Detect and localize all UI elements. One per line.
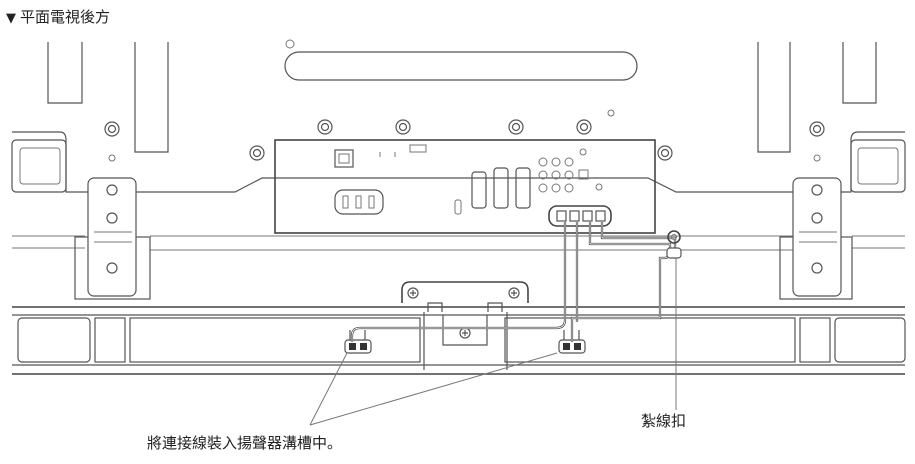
ac-inlet (334, 189, 384, 215)
cable-tie-icon (666, 230, 682, 259)
leader-lines (309, 258, 677, 426)
diagram-title: ▼ 平面電視後方 (6, 6, 110, 27)
cable-tie-callout: 紮線扣 (641, 412, 687, 430)
left-stand-bracket (74, 177, 151, 300)
right-stand-bracket (779, 177, 853, 300)
left-bracket-arm (134, 42, 169, 153)
hdmi-ports (471, 167, 531, 209)
left-speaker-connector-icon (344, 330, 372, 354)
triangle-marker-icon: ▼ (6, 11, 16, 26)
mounting-screws (104, 109, 825, 162)
terminal-board (274, 139, 656, 234)
right-side-tab (850, 139, 906, 193)
left-bracket-slot (47, 42, 83, 104)
right-bracket-slot (842, 42, 877, 104)
right-bracket-arm (757, 42, 791, 153)
speaker-grooves (17, 317, 906, 363)
title-text: 平面電視後方 (20, 8, 111, 26)
top-screw-icon (285, 39, 295, 49)
av-jacks (538, 148, 603, 193)
speaker-groove-callout: 將連接線裝入揚聲器溝槽中。 (147, 434, 343, 452)
center-bracket (401, 281, 529, 370)
top-handle-slot (284, 51, 638, 81)
speaker-terminals (548, 205, 612, 227)
lan-port-icon (334, 149, 354, 168)
left-side-tab (11, 139, 67, 193)
